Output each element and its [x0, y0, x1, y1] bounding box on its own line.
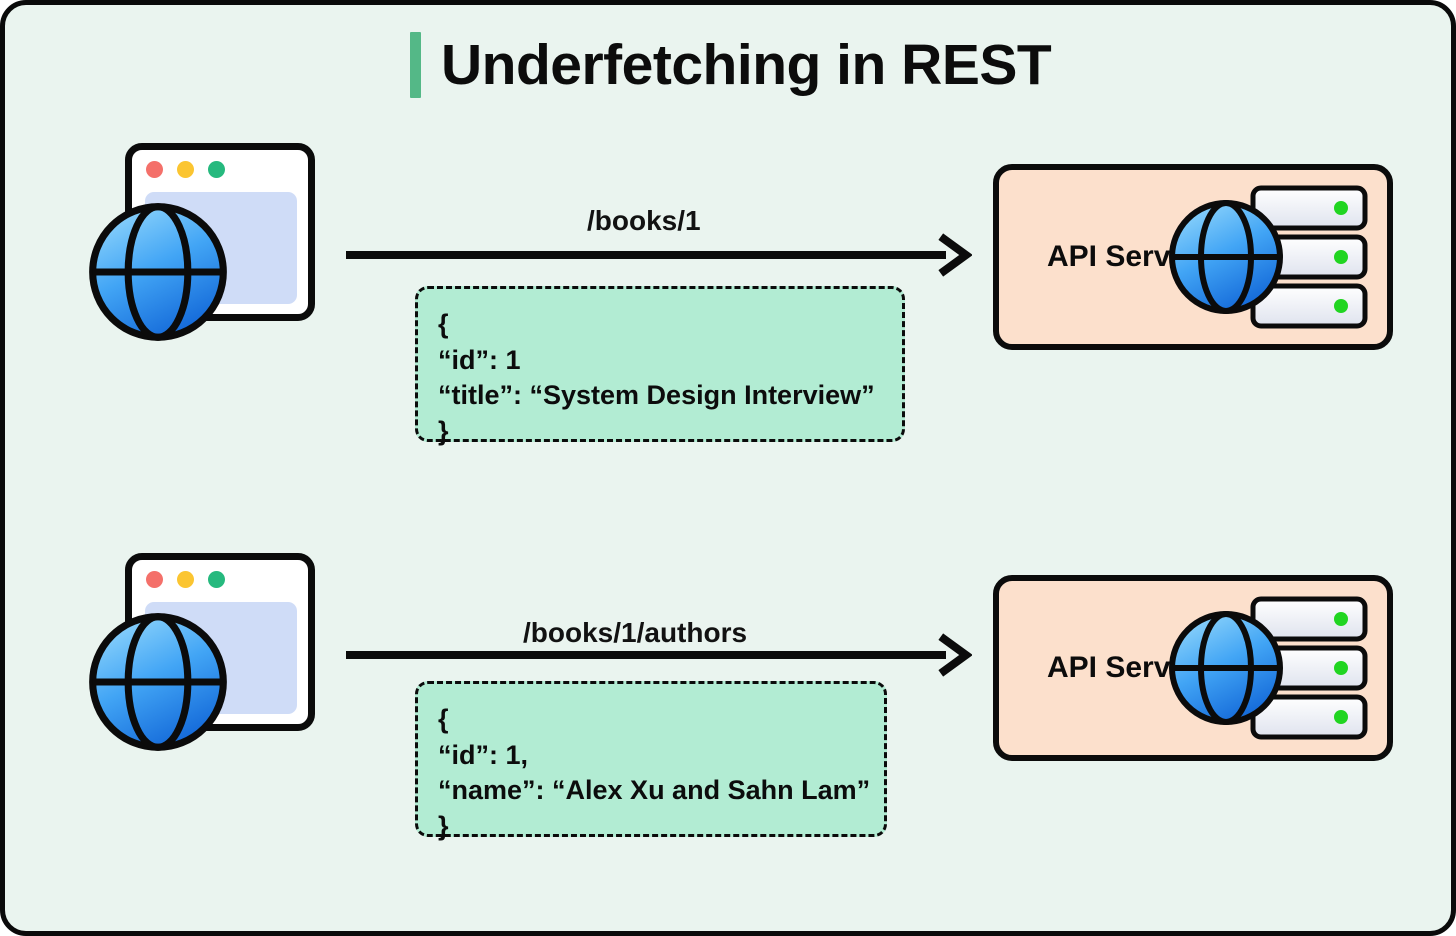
json-line: “name”: “Alex Xu and Sahn Lam”: [438, 775, 871, 806]
browser-traffic-lights-1: [146, 161, 225, 178]
json-line: {: [438, 309, 449, 339]
request-arrow-1: [346, 233, 972, 277]
response-json-box-1: { “id”: 1 “title”: “System Design Interv…: [415, 286, 905, 446]
browser-traffic-lights-2: [146, 571, 225, 588]
request-arrow-2: [346, 633, 972, 677]
request-label-2: /books/1/authors: [523, 617, 748, 648]
api-server-box-2: API Server: [993, 575, 1393, 761]
json-line: “id”: 1: [438, 344, 521, 375]
browser-dot-green-icon: [208, 161, 225, 178]
server-rack-globe-icon-1: [1169, 184, 1369, 330]
response-json-box-2: { “id”: 1, “name”: “Alex Xu and Sahn Lam…: [415, 681, 887, 841]
client-browser-globe-icon-1: [87, 143, 319, 343]
request-label-1: /books/1: [587, 205, 701, 236]
browser-dot-yellow-icon: [177, 571, 194, 588]
title-accent-bar: [410, 32, 421, 98]
browser-dot-red-icon: [146, 161, 163, 178]
browser-dot-green-icon: [208, 571, 225, 588]
request-arrow-head-icon-1: [928, 233, 972, 277]
globe-icon-1: [87, 201, 229, 343]
json-line: “id”: 1,: [438, 739, 529, 770]
request-arrow-head-icon-2: [928, 633, 972, 677]
browser-dot-red-icon: [146, 571, 163, 588]
json-line: {: [438, 704, 449, 734]
json-line: }: [438, 415, 449, 446]
json-line: }: [438, 810, 449, 841]
json-line: “title”: “System Design Interview”: [438, 380, 875, 411]
browser-dot-yellow-icon: [177, 161, 194, 178]
request-arrow-line-1: [346, 251, 946, 259]
api-server-box-1: API Server: [993, 164, 1393, 350]
server-rack-globe-icon-2: [1169, 595, 1369, 741]
request-arrow-line-2: [346, 651, 946, 659]
client-browser-globe-icon-2: [87, 553, 319, 753]
page-title: Underfetching in REST: [410, 32, 1052, 98]
title-label: Underfetching in REST: [441, 32, 1052, 97]
globe-icon-2: [87, 611, 229, 753]
